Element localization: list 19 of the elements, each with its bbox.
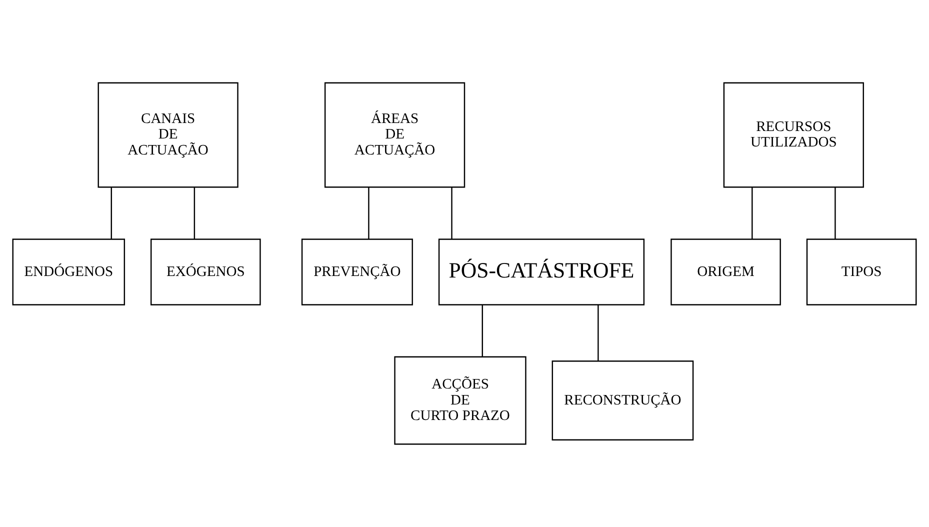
connector bbox=[368, 187, 370, 239]
connector bbox=[110, 187, 112, 239]
connector bbox=[752, 187, 753, 239]
node-box: CANAIS DE ACTUAÇÃO bbox=[98, 82, 238, 188]
node-box: EXÓGENOS bbox=[150, 238, 261, 306]
node-box: ACÇÕES DE CURTO PRAZO bbox=[394, 356, 526, 445]
node-box: RECONSTRUÇÃO bbox=[552, 360, 694, 440]
connector bbox=[451, 187, 452, 239]
node-box: ENDÓGENOS bbox=[12, 238, 126, 306]
connector bbox=[834, 187, 836, 239]
connector bbox=[482, 304, 483, 357]
node-box: ORIGEM bbox=[670, 238, 781, 306]
connector bbox=[598, 304, 599, 361]
node-box: RECURSOS UTILIZADOS bbox=[723, 82, 864, 188]
node-box: ÁREAS DE ACTUAÇÃO bbox=[324, 82, 466, 188]
node-box: PREVENÇÃO bbox=[301, 238, 413, 306]
connector bbox=[194, 187, 196, 239]
node-box: TIPOS bbox=[806, 238, 917, 306]
node-box: PÓS-CATÁSTROFE bbox=[438, 238, 645, 306]
